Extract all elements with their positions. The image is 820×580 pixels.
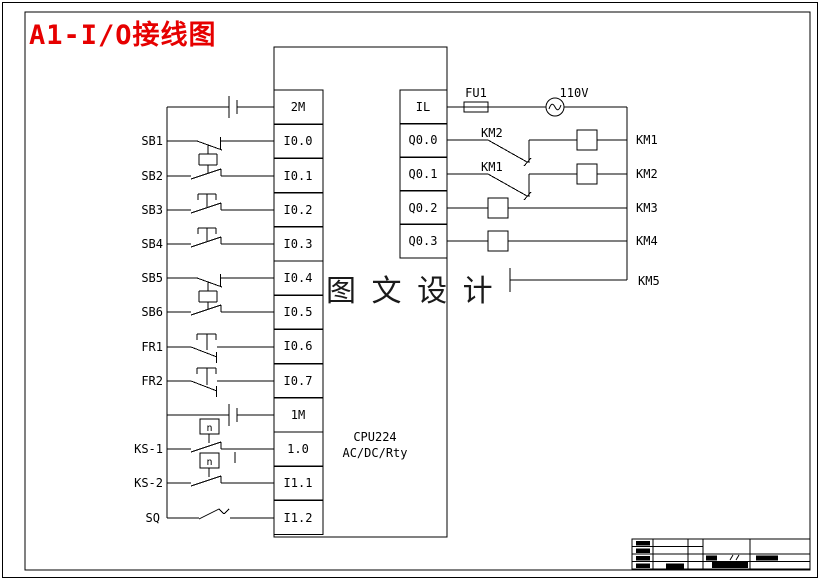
- terminal-label: 2M: [291, 100, 305, 114]
- input-row-sb2-no-button: [167, 158, 274, 180]
- label-sb2: SB2: [141, 169, 163, 183]
- terminal-label: 1M: [291, 408, 305, 422]
- input-row-ks2-speed-contact: [167, 468, 274, 487]
- label-ks1: KS-1: [134, 442, 163, 456]
- title-block-grid: [632, 539, 810, 569]
- title-block: [631, 538, 811, 570]
- label-ks2: KS-2: [134, 476, 163, 490]
- km1-coil: [576, 129, 598, 151]
- terminal-label: I0.5: [284, 305, 313, 319]
- title-block-redaction: [706, 555, 717, 561]
- label-sb4: SB4: [141, 237, 163, 251]
- cpu-spec-label: AC/DC/Rty: [342, 446, 407, 460]
- title-block-redaction: [636, 548, 650, 553]
- input-row-ks1-speed-contact: [167, 434, 274, 463]
- input-row-fr1-thermal-contact: [167, 333, 274, 363]
- terminal-label: I0.1: [284, 169, 313, 183]
- drawing-frame: [24, 11, 811, 571]
- terminal-label: I1.1: [284, 476, 313, 490]
- output-row-km5-common-wire: [509, 268, 627, 292]
- terminal-label: IL: [416, 100, 430, 114]
- terminal-label: Q0.0: [409, 133, 438, 147]
- km4-coil: [487, 230, 509, 252]
- terminal-label: Q0.3: [409, 234, 438, 248]
- label-km3: KM3: [636, 201, 658, 215]
- title-block-redaction: [636, 541, 650, 546]
- label-fr1: FR1: [141, 340, 163, 354]
- label-interlock-km2: KM2: [481, 126, 503, 140]
- input-row-sb1-nc-button: [167, 137, 274, 161]
- label-km5: KM5: [638, 274, 660, 288]
- watermark-text: 图 文 设 计: [326, 274, 496, 309]
- input-labels: SB1 SB2 SB3 SB4 SB5 SB6 FR1 FR2 KS-1 KS-…: [134, 134, 163, 525]
- input-row-sb6-no-button: [167, 295, 274, 316]
- terminal-label: I0.2: [284, 203, 313, 217]
- label-km2: KM2: [636, 167, 658, 181]
- terminal-label: 1.0: [287, 442, 309, 456]
- label-km4: KM4: [636, 234, 658, 248]
- right-terminal-column: IL Q0.0 Q0.1 Q0.2 Q0.3: [399, 89, 448, 259]
- output-labels: KM1 KM2 KM3 KM4 KM5: [636, 133, 660, 288]
- output-row-q00-wire: [447, 139, 627, 167]
- input-row-sb4-no-button: [167, 227, 274, 248]
- km2-coil: [576, 163, 598, 185]
- terminal-label: I0.4: [284, 271, 313, 285]
- output-row-q01-wire: [447, 173, 627, 201]
- left-terminal-column: 2M I0.0 I0.1 I0.2 I0.3 I0.4 I0.5 I0.6 I0…: [273, 89, 324, 536]
- ks1-speed-sensor-box: [199, 418, 220, 435]
- cpu-model-label: CPU224: [353, 430, 396, 444]
- terminal-label: I0.6: [284, 339, 313, 353]
- label-110v: 110V: [560, 86, 589, 100]
- terminal-label: I0.0: [284, 134, 313, 148]
- input-row-sq-limit-switch: [167, 508, 274, 520]
- title-block-ditto-marks: [729, 554, 740, 561]
- page-title: A1-I/O接线图: [29, 20, 217, 51]
- title-block-redaction: [756, 555, 778, 561]
- label-sb1: SB1: [141, 134, 163, 148]
- label-fr2: FR2: [141, 374, 163, 388]
- input-row-1m-battery: [167, 404, 274, 426]
- title-block-redaction: [636, 556, 650, 561]
- label-sq: SQ: [146, 511, 160, 525]
- ac-sine-glyph: [548, 103, 562, 111]
- fuse-symbol: [463, 101, 489, 113]
- label-fu1: FU1: [465, 86, 487, 100]
- ks2-speed-sensor-label: n: [206, 457, 212, 468]
- input-row-2m-battery: [167, 96, 274, 118]
- input-row-sb5-nc-button: [167, 274, 274, 298]
- terminal-label: I1.2: [284, 511, 313, 525]
- label-sb6: SB6: [141, 305, 163, 319]
- terminal-label: Q0.2: [409, 201, 438, 215]
- title-block-redaction: [636, 563, 650, 568]
- title-block-redaction: [666, 563, 684, 569]
- terminal-label: I0.7: [284, 374, 313, 388]
- label-sb5: SB5: [141, 271, 163, 285]
- ks2-speed-sensor-box: [199, 452, 220, 469]
- ks1-speed-sensor-label: n: [206, 423, 212, 434]
- km3-coil: [487, 197, 509, 219]
- label-interlock-km1: KM1: [481, 160, 503, 174]
- label-sb3: SB3: [141, 203, 163, 217]
- terminal-label: I0.3: [284, 237, 313, 251]
- label-km1: KM1: [636, 133, 658, 147]
- input-row-sb3-no-button: [167, 193, 274, 214]
- title-block-redaction: [712, 562, 748, 568]
- ac-source-symbol: [545, 97, 565, 117]
- input-row-fr2-thermal-contact: [167, 367, 274, 397]
- terminal-label: Q0.1: [409, 167, 438, 181]
